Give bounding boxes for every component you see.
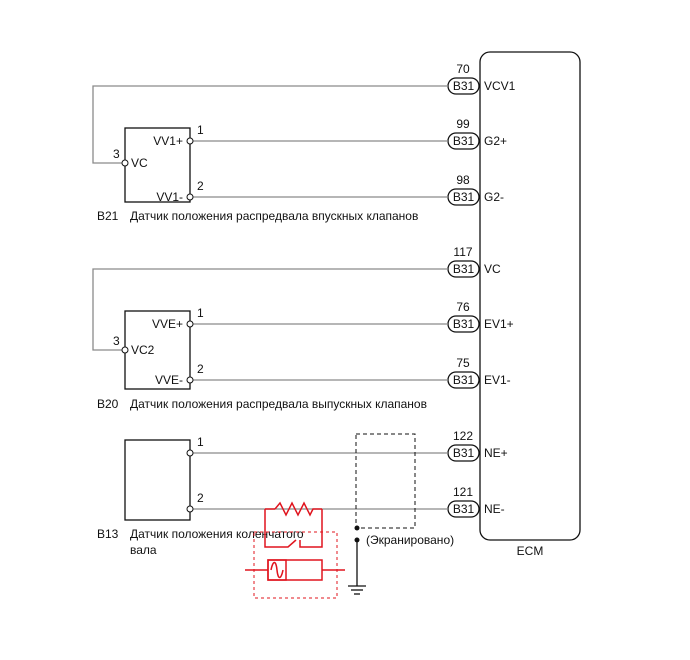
pin-number: 99 — [456, 117, 470, 131]
wire-vc-b21 — [92, 85, 448, 164]
pin-number: 75 — [456, 356, 470, 370]
pin-number: 122 — [453, 429, 473, 443]
pin-number: 1 — [197, 123, 204, 137]
pin-name: EV1+ — [484, 317, 514, 331]
shield-label: (Экранировано) — [366, 533, 454, 547]
pin-name: G2- — [484, 190, 504, 204]
pin-number: 117 — [453, 245, 472, 259]
pin-number: 70 — [456, 62, 470, 76]
pin-label: VC2 — [131, 343, 155, 357]
connector-label: B31 — [453, 190, 475, 204]
connector-label: B31 — [453, 317, 475, 331]
pin-number: 98 — [456, 173, 470, 187]
pin-number: 3 — [113, 147, 120, 161]
pin-number: 1 — [197, 306, 204, 320]
sensor-b21: VV1+ VV1- VC 1 2 3 B21 Датчик положения … — [92, 85, 448, 223]
pin-label: VV1- — [156, 190, 183, 204]
pin-number: 121 — [453, 485, 473, 499]
pin-name: EV1- — [484, 373, 511, 387]
sensor-id: B13 — [97, 527, 119, 541]
connector-label: B31 — [453, 446, 475, 460]
ecm-box — [479, 51, 581, 541]
pin-name: NE+ — [484, 446, 508, 460]
pin-number: 3 — [113, 334, 120, 348]
pin-number: 2 — [197, 362, 204, 376]
connector-label: B31 — [453, 502, 475, 516]
sensor-title: Датчик положения распредвала впускных кл… — [130, 209, 418, 223]
pin-number: 1 — [197, 435, 204, 449]
pin-name: G2+ — [484, 134, 507, 148]
sensor-title: Датчик положения коленчатого — [130, 527, 304, 541]
wire-vc-b20 — [92, 268, 448, 351]
ecm-label: ECM — [517, 544, 544, 558]
sensor-b20: VVE+ VVE- VC2 1 2 3 B20 Датчик положения… — [92, 268, 448, 411]
pin-number: 2 — [197, 491, 204, 505]
sensor-title: Датчик положения распредвала выпускных к… — [130, 397, 427, 411]
pin-name: NE- — [484, 502, 505, 516]
sensor-id: B20 — [97, 397, 119, 411]
pin-number: 76 — [456, 300, 470, 314]
connector-label: B31 — [453, 79, 475, 93]
shield: (Экранировано) — [348, 433, 454, 595]
pin-label: VVE- — [155, 373, 183, 387]
pin-label: VV1+ — [153, 134, 183, 148]
highlight-sensor-symbol — [245, 501, 345, 599]
pin-name: VCV1 — [484, 79, 516, 93]
connector-label: B31 — [453, 373, 475, 387]
pin-name: VC — [484, 262, 501, 276]
resistor-icon — [274, 501, 322, 517]
pin-number: 2 — [197, 179, 204, 193]
connector-label: B31 — [453, 262, 475, 276]
sensor-title-line2: вала — [130, 543, 157, 557]
sensor-id: B21 — [97, 209, 119, 223]
connector-label: B31 — [453, 134, 475, 148]
pin-label: VVE+ — [152, 317, 183, 331]
pin-label: VC — [131, 156, 148, 170]
